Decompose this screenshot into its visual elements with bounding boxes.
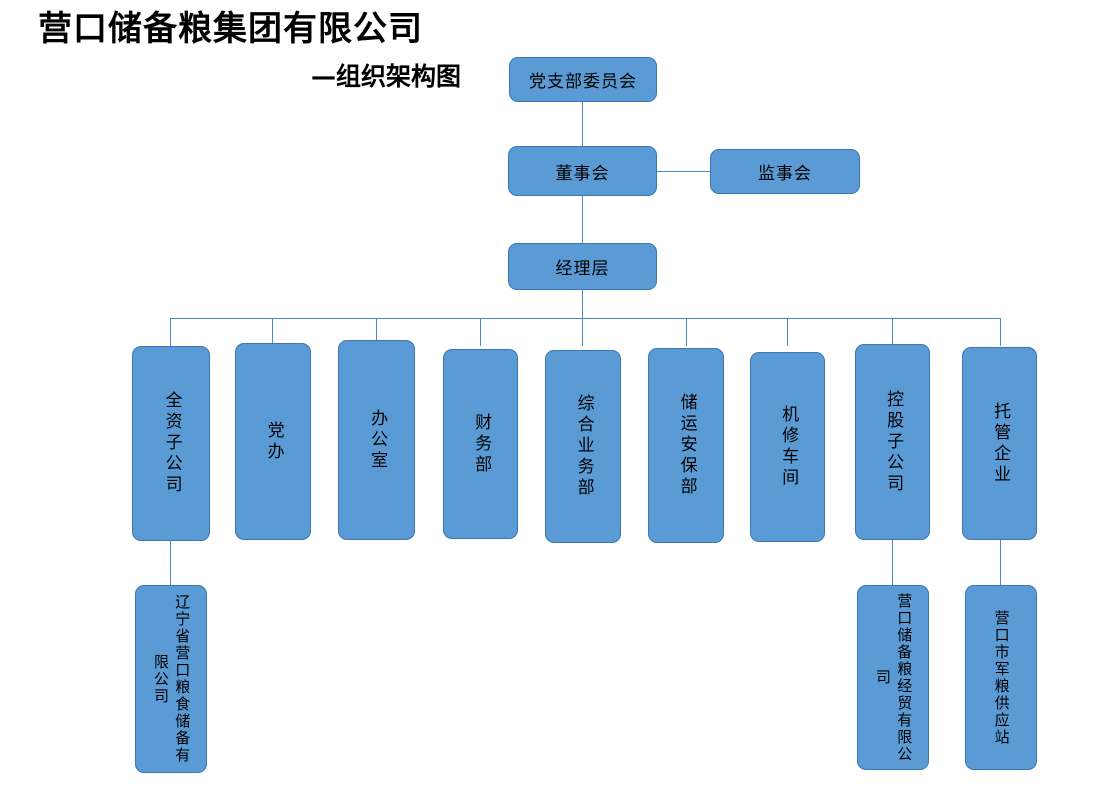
node-department-machine-repair-workshop[interactable]: 机修车间 xyxy=(750,352,825,542)
connector-department-bus xyxy=(170,318,1000,319)
node-department-wholly-owned-subsidiary[interactable]: 全资子公司 xyxy=(132,346,210,541)
connector-drop-dept-7 xyxy=(787,318,788,346)
connector-drop-dept-5 xyxy=(582,318,583,346)
node-department-finance[interactable]: 财务部 xyxy=(443,349,518,539)
connector-dept-8-to-sub-2 xyxy=(892,540,893,585)
connector-party-branch-to-board xyxy=(582,101,583,146)
page-title: 营口储备粮集团有限公司 xyxy=(38,9,423,49)
page-subtitle: —组织架构图 xyxy=(311,62,462,91)
node-department-trusteeship-enterprise[interactable]: 托管企业 xyxy=(962,347,1037,540)
node-department-party-office[interactable]: 党办 xyxy=(235,343,311,540)
node-department-storage-transport-security[interactable]: 储运安保部 xyxy=(648,348,724,543)
node-department-general-office[interactable]: 办公室 xyxy=(338,340,415,540)
connector-management-to-bus xyxy=(582,290,583,318)
node-management-layer[interactable]: 经理层 xyxy=(508,243,657,290)
connector-dept-1-to-sub-1 xyxy=(170,540,171,585)
connector-board-to-supervisors xyxy=(657,171,710,172)
node-subsidiary-yingkou-grain-reserve-trading[interactable]: 营口储备粮经贸有限公司 xyxy=(857,585,929,770)
node-subsidiary-liaoning-yingkou-grain-reserve[interactable]: 辽宁省营口粮食储备有限公司 xyxy=(135,585,207,773)
connector-drop-dept-1 xyxy=(170,318,171,346)
node-subsidiary-yingkou-military-grain-supply-station[interactable]: 营口市军粮供应站 xyxy=(965,585,1037,770)
node-department-holding-subsidiary[interactable]: 控股子公司 xyxy=(855,344,930,540)
connector-drop-dept-8 xyxy=(892,318,893,346)
node-board-of-directors[interactable]: 董事会 xyxy=(508,146,657,196)
connector-drop-dept-4 xyxy=(480,318,481,346)
connector-dept-9-to-sub-3 xyxy=(1000,540,1001,585)
node-party-branch-committee[interactable]: 党支部委员会 xyxy=(509,57,657,102)
connector-board-to-management xyxy=(582,196,583,243)
node-department-comprehensive-business[interactable]: 综合业务部 xyxy=(545,350,621,543)
connector-drop-dept-3 xyxy=(376,318,377,346)
connector-drop-dept-2 xyxy=(272,318,273,346)
connector-drop-dept-6 xyxy=(686,318,687,346)
connector-drop-dept-9 xyxy=(1000,318,1001,346)
node-board-of-supervisors[interactable]: 监事会 xyxy=(710,149,860,194)
